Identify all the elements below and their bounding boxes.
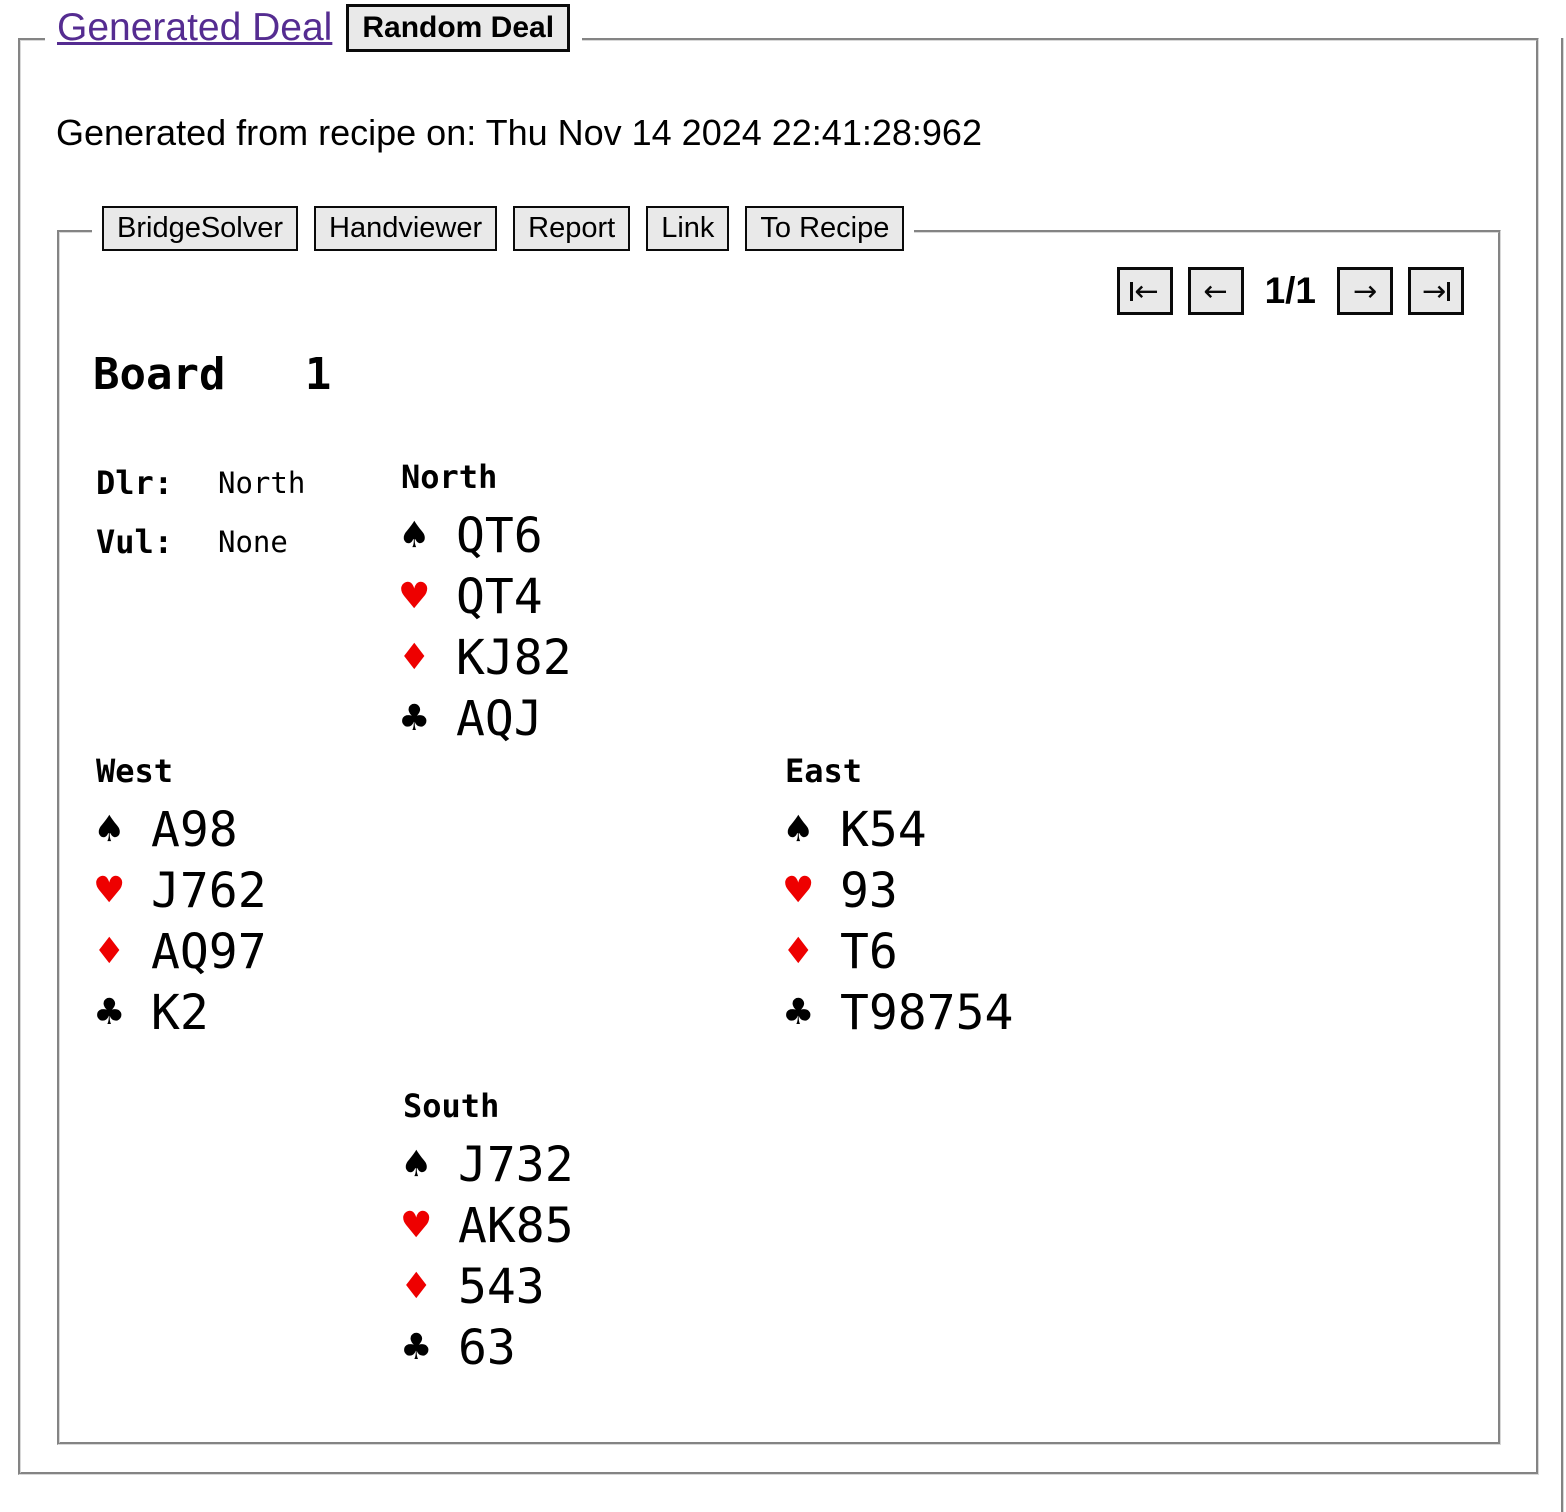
north-hand-header: North: [401, 458, 498, 496]
west-hand-header: West: [96, 752, 174, 790]
spades-row: ♠ A98: [96, 799, 267, 860]
spade-cards: K54: [840, 801, 927, 858]
clubs-row: ♣ T98754: [785, 982, 1013, 1043]
vulnerability-value: None: [218, 524, 288, 559]
outer-container-right-border: [1561, 38, 1565, 1512]
diamonds-row: ♦ KJ82: [401, 627, 572, 688]
spade-icon: ♠: [401, 509, 428, 561]
diamond-cards: KJ82: [456, 629, 572, 686]
club-icon: ♣: [403, 1321, 430, 1373]
diamond-cards: AQ97: [151, 923, 267, 980]
spade-icon: ♠: [403, 1138, 430, 1190]
generated-deal-link[interactable]: Generated Deal: [57, 6, 333, 49]
random-deal-button[interactable]: Random Deal: [346, 4, 571, 52]
spades-row: ♠ QT6: [401, 505, 572, 566]
generated-deal-panel: [18, 38, 1539, 1475]
vulnerability-label: Vul:: [96, 522, 174, 561]
spade-cards: A98: [151, 801, 238, 858]
diamonds-row: ♦ 543: [403, 1256, 574, 1317]
bridgesolver-button[interactable]: BridgeSolver: [102, 206, 299, 251]
diamond-cards: 543: [458, 1258, 545, 1315]
deal-viewer-panel: BridgeSolver Handviewer Report Link To R…: [57, 206, 1501, 1445]
diamond-icon: ♦: [785, 925, 812, 977]
spade-icon: ♠: [96, 803, 123, 855]
club-cards: 63: [458, 1319, 516, 1376]
south-hand: South ♠ J732 ♥ AK85 ♦ 543 ♣ 63: [403, 1084, 574, 1378]
heart-cards: AK85: [458, 1197, 574, 1254]
west-hand: West ♠ A98 ♥ J762 ♦ AQ97 ♣ K2: [96, 749, 267, 1043]
club-icon: ♣: [96, 986, 123, 1038]
deal-tabs: Generated Deal Random Deal: [45, 4, 583, 52]
heart-icon: ♥: [401, 570, 428, 622]
heart-cards: 93: [840, 862, 898, 919]
link-button[interactable]: Link: [646, 206, 730, 251]
heart-cards: J762: [151, 862, 267, 919]
clubs-row: ♣ AQJ: [401, 688, 572, 749]
hearts-row: ♥ 93: [785, 860, 1013, 921]
to-recipe-button[interactable]: To Recipe: [745, 206, 905, 251]
arrow-left-icon: ←: [1203, 274, 1228, 308]
heart-cards: QT4: [456, 568, 543, 625]
spades-row: ♠ J732: [403, 1134, 574, 1195]
diamonds-row: ♦ AQ97: [96, 921, 267, 982]
dealer-row: Dlr: North: [96, 453, 305, 512]
hearts-row: ♥ QT4: [401, 566, 572, 627]
diamond-icon: ♦: [401, 631, 428, 683]
report-button[interactable]: Report: [513, 206, 631, 251]
club-cards: K2: [151, 984, 209, 1041]
south-hand-header: South: [403, 1087, 500, 1125]
arrow-right-icon: →: [1421, 274, 1447, 308]
vulnerability-row: Vul: None: [96, 512, 305, 571]
board-info: Dlr: North Vul: None: [96, 453, 305, 571]
board-title: Board 1: [93, 349, 332, 400]
heart-icon: ♥: [785, 864, 812, 916]
club-cards: T98754: [840, 984, 1014, 1041]
club-cards: AQJ: [456, 690, 543, 747]
previous-page-button[interactable]: ←: [1187, 267, 1244, 315]
heart-icon: ♥: [403, 1199, 430, 1251]
clubs-row: ♣ 63: [403, 1317, 574, 1378]
bar-icon: [1447, 281, 1451, 301]
bar-icon: [1130, 281, 1134, 301]
next-page-button[interactable]: →: [1337, 267, 1393, 315]
arrow-right-icon: →: [1352, 274, 1378, 308]
east-hand-header: East: [785, 752, 863, 790]
club-icon: ♣: [785, 986, 812, 1038]
diamond-icon: ♦: [96, 925, 123, 977]
spade-cards: QT6: [456, 507, 543, 564]
page-indicator: 1/1: [1264, 270, 1316, 311]
club-icon: ♣: [401, 692, 428, 744]
dealer-label: Dlr:: [96, 463, 174, 502]
diamond-icon: ♦: [403, 1260, 430, 1312]
north-hand: North ♠ QT6 ♥ QT4 ♦ KJ82 ♣ AQJ: [401, 455, 572, 749]
hearts-row: ♥ AK85: [403, 1195, 574, 1256]
clubs-row: ♣ K2: [96, 982, 267, 1043]
arrow-left-icon: ←: [1134, 274, 1159, 308]
diamonds-row: ♦ T6: [785, 921, 1013, 982]
heart-icon: ♥: [96, 864, 123, 916]
hearts-row: ♥ J762: [96, 860, 267, 921]
first-page-button[interactable]: ←: [1116, 267, 1173, 315]
deal-toolbar: BridgeSolver Handviewer Report Link To R…: [92, 206, 915, 251]
spade-cards: J732: [458, 1136, 574, 1193]
dealer-value: North: [218, 465, 306, 500]
board-pager: ← ← 1/1 → →: [1116, 267, 1464, 315]
last-page-button[interactable]: →: [1408, 267, 1464, 315]
diamond-cards: T6: [840, 923, 898, 980]
east-hand: East ♠ K54 ♥ 93 ♦ T6 ♣ T98754: [785, 749, 1013, 1043]
spades-row: ♠ K54: [785, 799, 1013, 860]
handviewer-button[interactable]: Handviewer: [314, 206, 498, 251]
generated-timestamp: Generated from recipe on: Thu Nov 14 202…: [56, 112, 982, 153]
spade-icon: ♠: [785, 803, 812, 855]
